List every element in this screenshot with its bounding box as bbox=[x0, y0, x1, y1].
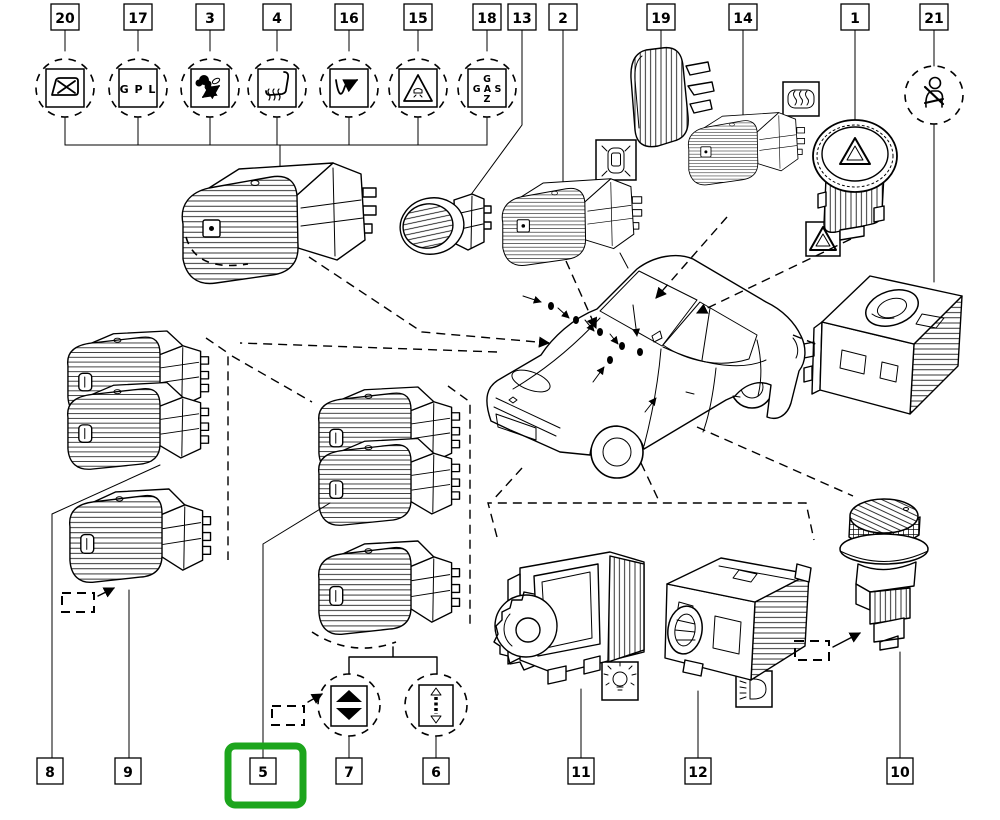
callout-9-label: 9 bbox=[123, 765, 133, 781]
callout-8[interactable]: 8 bbox=[36, 464, 161, 785]
gas-mid: G A S bbox=[473, 84, 502, 95]
rear-defrost-icon bbox=[782, 81, 820, 117]
callout-20-label: 20 bbox=[55, 11, 75, 27]
callout-19-label: 19 bbox=[651, 11, 670, 27]
hazard-switch bbox=[812, 119, 898, 241]
callout-20[interactable]: 20 bbox=[50, 3, 80, 52]
double-window-switch-center bbox=[319, 387, 460, 525]
callout-15-label: 15 bbox=[408, 11, 427, 27]
callout-5-label: 5 bbox=[258, 765, 268, 781]
callout-7-label: 7 bbox=[344, 765, 354, 781]
gas-top: G bbox=[483, 74, 491, 85]
callout-18[interactable]: 18 bbox=[472, 3, 502, 52]
seatbelt-warning-module bbox=[803, 275, 963, 415]
mirror-adjuster-knob bbox=[839, 498, 929, 651]
callout-10-label: 10 bbox=[890, 765, 910, 781]
window-switch-dashed-arc bbox=[311, 631, 397, 649]
rear-defrost-switch bbox=[687, 112, 806, 186]
callout-14[interactable]: 14 bbox=[728, 3, 758, 132]
callout-21[interactable]: 21 bbox=[919, 3, 949, 67]
connector-dashed-lines bbox=[205, 216, 854, 626]
multi-function-rocker-switch bbox=[181, 162, 377, 285]
seatbelt-reminder-icon bbox=[904, 65, 964, 283]
callout-16[interactable]: 16 bbox=[334, 3, 364, 52]
callout-18-label: 18 bbox=[477, 11, 496, 27]
callout-7[interactable]: 7 bbox=[317, 646, 438, 785]
callout-14-label: 14 bbox=[733, 11, 753, 27]
callout-6[interactable]: 6 bbox=[404, 673, 468, 785]
top-callouts: 20 17 3 4 16 15 18 13 2 bbox=[50, 3, 949, 197]
callout-1[interactable]: 1 bbox=[840, 3, 870, 121]
callout-12[interactable]: 12 bbox=[684, 690, 712, 785]
callout-4-label: 4 bbox=[272, 11, 282, 27]
option-box-left bbox=[61, 587, 116, 613]
single-window-switch-left bbox=[68, 488, 212, 584]
callout-3-label: 3 bbox=[205, 11, 215, 27]
selected-part-highlight bbox=[224, 742, 307, 809]
option-box-right bbox=[794, 632, 861, 661]
lpg-fuel-icon: G P L bbox=[108, 58, 168, 146]
window-auto-icon bbox=[418, 684, 454, 727]
headlight-leveler-switch bbox=[664, 557, 812, 681]
callout-11-label: 11 bbox=[571, 765, 590, 781]
callout-9[interactable]: 9 bbox=[114, 589, 142, 785]
callout-15[interactable]: 15 bbox=[403, 3, 433, 52]
callout-3[interactable]: 3 bbox=[195, 3, 225, 52]
callout-12-label: 12 bbox=[688, 765, 707, 781]
panel-light-dimmer-icon bbox=[601, 661, 639, 701]
gas-fuel-icon: G G A S Z bbox=[457, 58, 517, 146]
callout-4[interactable]: 4 bbox=[262, 3, 292, 52]
lpg-label: G P L bbox=[120, 83, 157, 96]
callout-13[interactable]: 13 bbox=[469, 3, 537, 197]
callout-21-label: 21 bbox=[924, 11, 943, 27]
pollen-filter-icon bbox=[180, 58, 240, 146]
callout-8-label: 8 bbox=[45, 765, 55, 781]
warning-triangle-icon bbox=[388, 58, 448, 146]
central-locking-switch bbox=[501, 178, 643, 266]
callout-17-label: 17 bbox=[128, 11, 147, 27]
callout-2-label: 2 bbox=[558, 11, 568, 27]
central-locking-icon bbox=[595, 139, 637, 181]
callout-11[interactable]: 11 bbox=[567, 688, 595, 785]
gas-bot: Z bbox=[484, 94, 491, 105]
callout-1-label: 1 bbox=[850, 11, 860, 27]
callout-17[interactable]: 17 bbox=[123, 3, 153, 52]
single-window-switch-center bbox=[317, 540, 461, 636]
callout-19[interactable]: 19 bbox=[646, 3, 676, 49]
rocker-face-dashed-arc bbox=[185, 236, 249, 267]
location-arrows bbox=[522, 295, 657, 413]
option-box-pointers bbox=[61, 587, 861, 726]
heated-seat-icon bbox=[247, 58, 307, 146]
callout-13-label: 13 bbox=[512, 11, 531, 27]
bottom-callouts: 8 9 5 7 6 11 bbox=[36, 464, 914, 809]
callout-6-label: 6 bbox=[431, 765, 441, 781]
car-illustration bbox=[486, 252, 806, 479]
option-box-center bbox=[271, 693, 323, 726]
blank-oval-switch bbox=[394, 191, 492, 261]
callout-16-label: 16 bbox=[339, 11, 358, 27]
callout-10[interactable]: 10 bbox=[886, 651, 914, 785]
window-lock-icon bbox=[35, 58, 95, 146]
callout-2[interactable]: 2 bbox=[548, 3, 578, 186]
callout-5[interactable]: 5 bbox=[249, 502, 331, 785]
signal-wave-icon bbox=[319, 58, 379, 146]
double-window-switch-left bbox=[68, 331, 209, 469]
function-icon-circles: G P L bbox=[35, 58, 964, 283]
window-up-down-icon bbox=[330, 685, 368, 727]
